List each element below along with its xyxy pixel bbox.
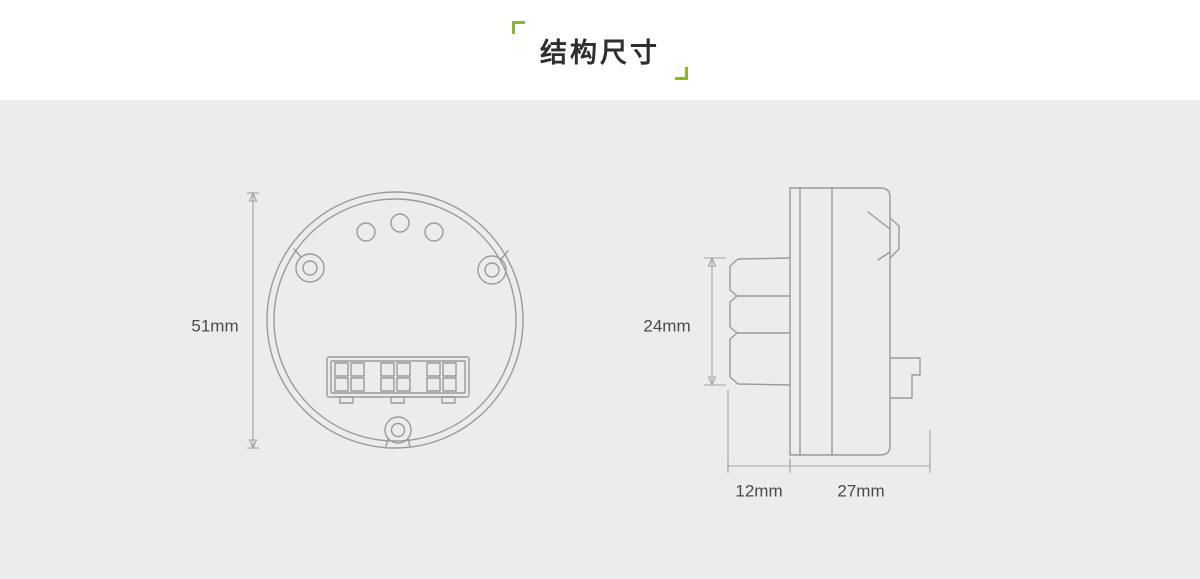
dimension-diagram-svg: 51mm — [191, 187, 931, 500]
title-corner-bracket-top-left-icon — [512, 20, 525, 34]
dimension-bottom: 12mm 27mm — [727, 390, 931, 500]
side-view-height-label: 24mm — [643, 316, 690, 335]
front-view-diameter-label: 51mm — [191, 316, 238, 335]
side-view-probe-depth-label: 12mm — [735, 481, 782, 500]
title-wrap: 结构尺寸 — [512, 20, 688, 80]
side-view-bottom-clip — [889, 357, 921, 399]
front-view-outer-circle — [266, 191, 524, 449]
title-corner-bracket-bottom-right-icon — [675, 66, 688, 80]
front-view-screw-hole-right — [477, 250, 509, 285]
side-view-housing — [789, 187, 891, 456]
dimension-diagram-canvas: 51mm — [0, 100, 1200, 579]
side-view-body-depth-label: 27mm — [837, 481, 884, 500]
front-view-drawing — [266, 191, 524, 449]
front-view-inner-circle — [273, 198, 517, 442]
front-view-terminal-block — [326, 356, 470, 404]
dimension-24mm: 24mm — [643, 256, 726, 387]
dimension-51mm: 51mm — [191, 191, 259, 450]
side-view-probe — [729, 257, 791, 386]
section-header: 结构尺寸 — [0, 0, 1200, 100]
side-view-top-clip — [867, 211, 900, 261]
section-title: 结构尺寸 — [540, 37, 660, 68]
front-view-screw-hole-left — [293, 248, 325, 283]
front-view-screw-hole-bottom — [384, 416, 412, 447]
side-view-drawing — [729, 187, 921, 456]
front-view-vent-holes — [356, 213, 444, 242]
